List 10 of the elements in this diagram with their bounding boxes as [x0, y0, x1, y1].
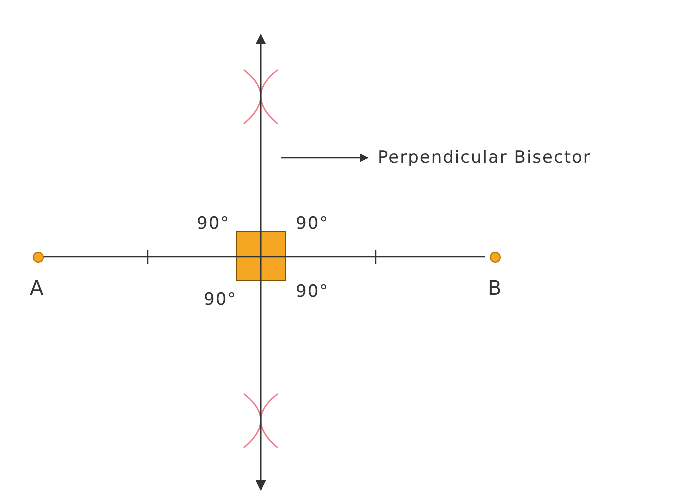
angle-label: 90° [296, 216, 330, 233]
bisector-line [256, 34, 266, 492]
angle-label: 90° [204, 292, 238, 309]
point-label: B [488, 278, 503, 298]
leader-arrow [281, 154, 369, 162]
angle-label: 90° [197, 216, 230, 233]
callout-text: Perpendicular Bisector [378, 150, 592, 167]
line-segment [44, 256, 486, 258]
point-label: A [30, 278, 45, 298]
angle-label: 90° [296, 284, 330, 301]
